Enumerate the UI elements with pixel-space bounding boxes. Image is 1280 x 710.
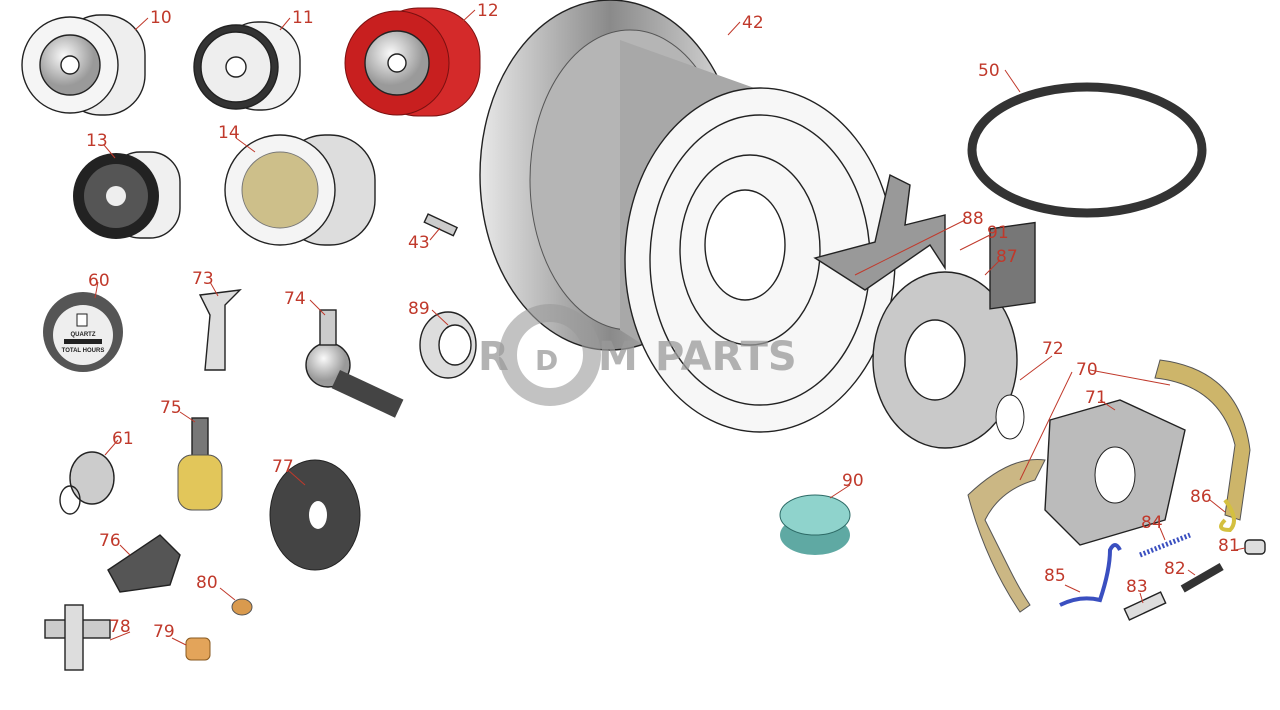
svg-text:PARTS: PARTS — [655, 334, 797, 380]
callout-12: 12 — [477, 1, 499, 21]
callout-77: 77 — [272, 457, 294, 477]
callout-13: 13 — [86, 131, 108, 151]
callout-90: 90 — [842, 471, 864, 491]
spring-85 — [1059, 543, 1122, 607]
svg-text:M: M — [598, 334, 638, 380]
hub-disc-77 — [269, 459, 361, 571]
callout-75: 75 — [160, 398, 182, 418]
adjuster-82 — [1180, 563, 1224, 593]
air-filter-14 — [224, 134, 376, 246]
block-76 — [107, 534, 181, 593]
callout-91: 91 — [987, 223, 1009, 243]
callout-80: 80 — [196, 573, 218, 593]
callout-87: 87 — [996, 247, 1018, 267]
callout-81: 81 — [1218, 536, 1240, 556]
hour-meter-total-hours: TOTAL HOURS — [62, 348, 105, 354]
callout-86: 86 — [1190, 487, 1212, 507]
spring-86 — [1219, 498, 1236, 533]
hour-meter-60: QUARTZ TOTAL HOURS — [43, 292, 123, 372]
callout-74: 74 — [284, 289, 306, 309]
callout-76: 76 — [99, 531, 121, 551]
tie-rod-end-74 — [305, 309, 404, 418]
callout-82: 82 — [1164, 559, 1186, 579]
oil-filter-13 — [73, 151, 181, 239]
brake-shoe-70a — [967, 458, 1046, 613]
callout-42: 42 — [742, 13, 764, 33]
callout-70: 70 — [1076, 360, 1098, 380]
cap-90 — [779, 494, 851, 555]
hour-meter-brand: QUARTZ — [71, 332, 96, 338]
backing-plate-87 — [872, 271, 1018, 449]
u-joint-78 — [44, 604, 111, 671]
bushing-80 — [231, 598, 253, 616]
filter-11 — [193, 21, 301, 111]
latch-73 — [198, 289, 242, 371]
callout-11: 11 — [292, 8, 314, 28]
callout-61: 61 — [112, 429, 134, 449]
fuel-cap-61 — [59, 451, 115, 515]
ring-50 — [967, 82, 1207, 218]
filter-12 — [344, 7, 481, 117]
callout-84: 84 — [1141, 513, 1163, 533]
filter-10 — [21, 14, 146, 116]
callout-85: 85 — [1044, 566, 1066, 586]
callout-72: 72 — [1042, 339, 1064, 359]
callout-60: 60 — [88, 271, 110, 291]
callout-71: 71 — [1085, 388, 1107, 408]
gasket-72 — [989, 221, 1036, 440]
callout-79: 79 — [153, 622, 175, 642]
pin-81 — [1244, 539, 1266, 555]
spring-84 — [1139, 532, 1191, 558]
bushing-79 — [185, 637, 211, 661]
callouts: 10 11 12 42 50 13 14 43 88 91 87 60 73 7… — [86, 1, 1246, 646]
svg-text:D: D — [535, 344, 558, 377]
bracket-88 — [813, 173, 946, 291]
watermark: R D M PARTS — [478, 304, 797, 406]
callout-50: 50 — [978, 61, 1000, 81]
wheel-rim-42 — [479, 0, 896, 433]
callout-89: 89 — [408, 299, 430, 319]
callout-78: 78 — [109, 617, 131, 637]
brake-shoe-70b — [1154, 359, 1251, 521]
callout-10: 10 — [150, 8, 172, 28]
callout-88: 88 — [962, 209, 984, 229]
bearing-89 — [419, 311, 477, 379]
callout-14: 14 — [218, 123, 240, 143]
ball-joint-75 — [177, 417, 223, 511]
svg-text:R: R — [478, 334, 509, 380]
callout-83: 83 — [1126, 577, 1148, 597]
callout-43: 43 — [408, 233, 430, 253]
callout-73: 73 — [192, 269, 214, 289]
